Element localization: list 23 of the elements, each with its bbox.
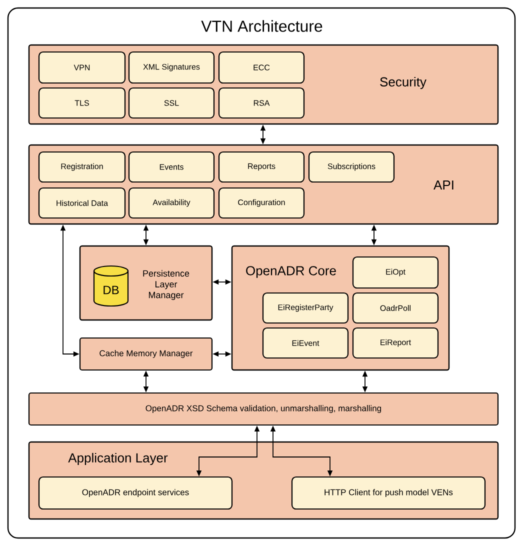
service-box: OpenADR endpoint services <box>38 476 233 510</box>
module-box: TLS <box>38 87 126 119</box>
module-box: EiEvent <box>262 327 349 359</box>
module-box: Events <box>128 151 215 183</box>
module-box: Subscriptions <box>308 151 395 183</box>
module-box: Availability <box>128 187 215 219</box>
module-box: Configuration <box>218 187 305 219</box>
module-box: EiOpt <box>352 256 439 289</box>
layer-band: OpenADR XSD Schema validation, unmarshalling, marshalling <box>28 392 499 426</box>
module-box: Historical Data <box>38 187 126 219</box>
module-box: ECC <box>218 51 305 84</box>
module-box: RSA <box>218 87 305 119</box>
module-box: SSL <box>128 87 215 119</box>
module-box: OadrPoll <box>352 292 439 324</box>
module-box: XML Signatures <box>128 51 215 84</box>
module-box: EiRegisterParty <box>262 292 349 324</box>
service-box: HTTP Client for push model VENs <box>291 476 486 510</box>
module-box: Registration <box>38 151 126 183</box>
database-cylinder: DB <box>93 265 129 307</box>
module-box: EiReport <box>352 327 439 359</box>
manager-box: Cache Memory Manager <box>79 337 213 371</box>
module-box: VPN <box>38 51 126 84</box>
module-box: Reports <box>218 151 305 183</box>
